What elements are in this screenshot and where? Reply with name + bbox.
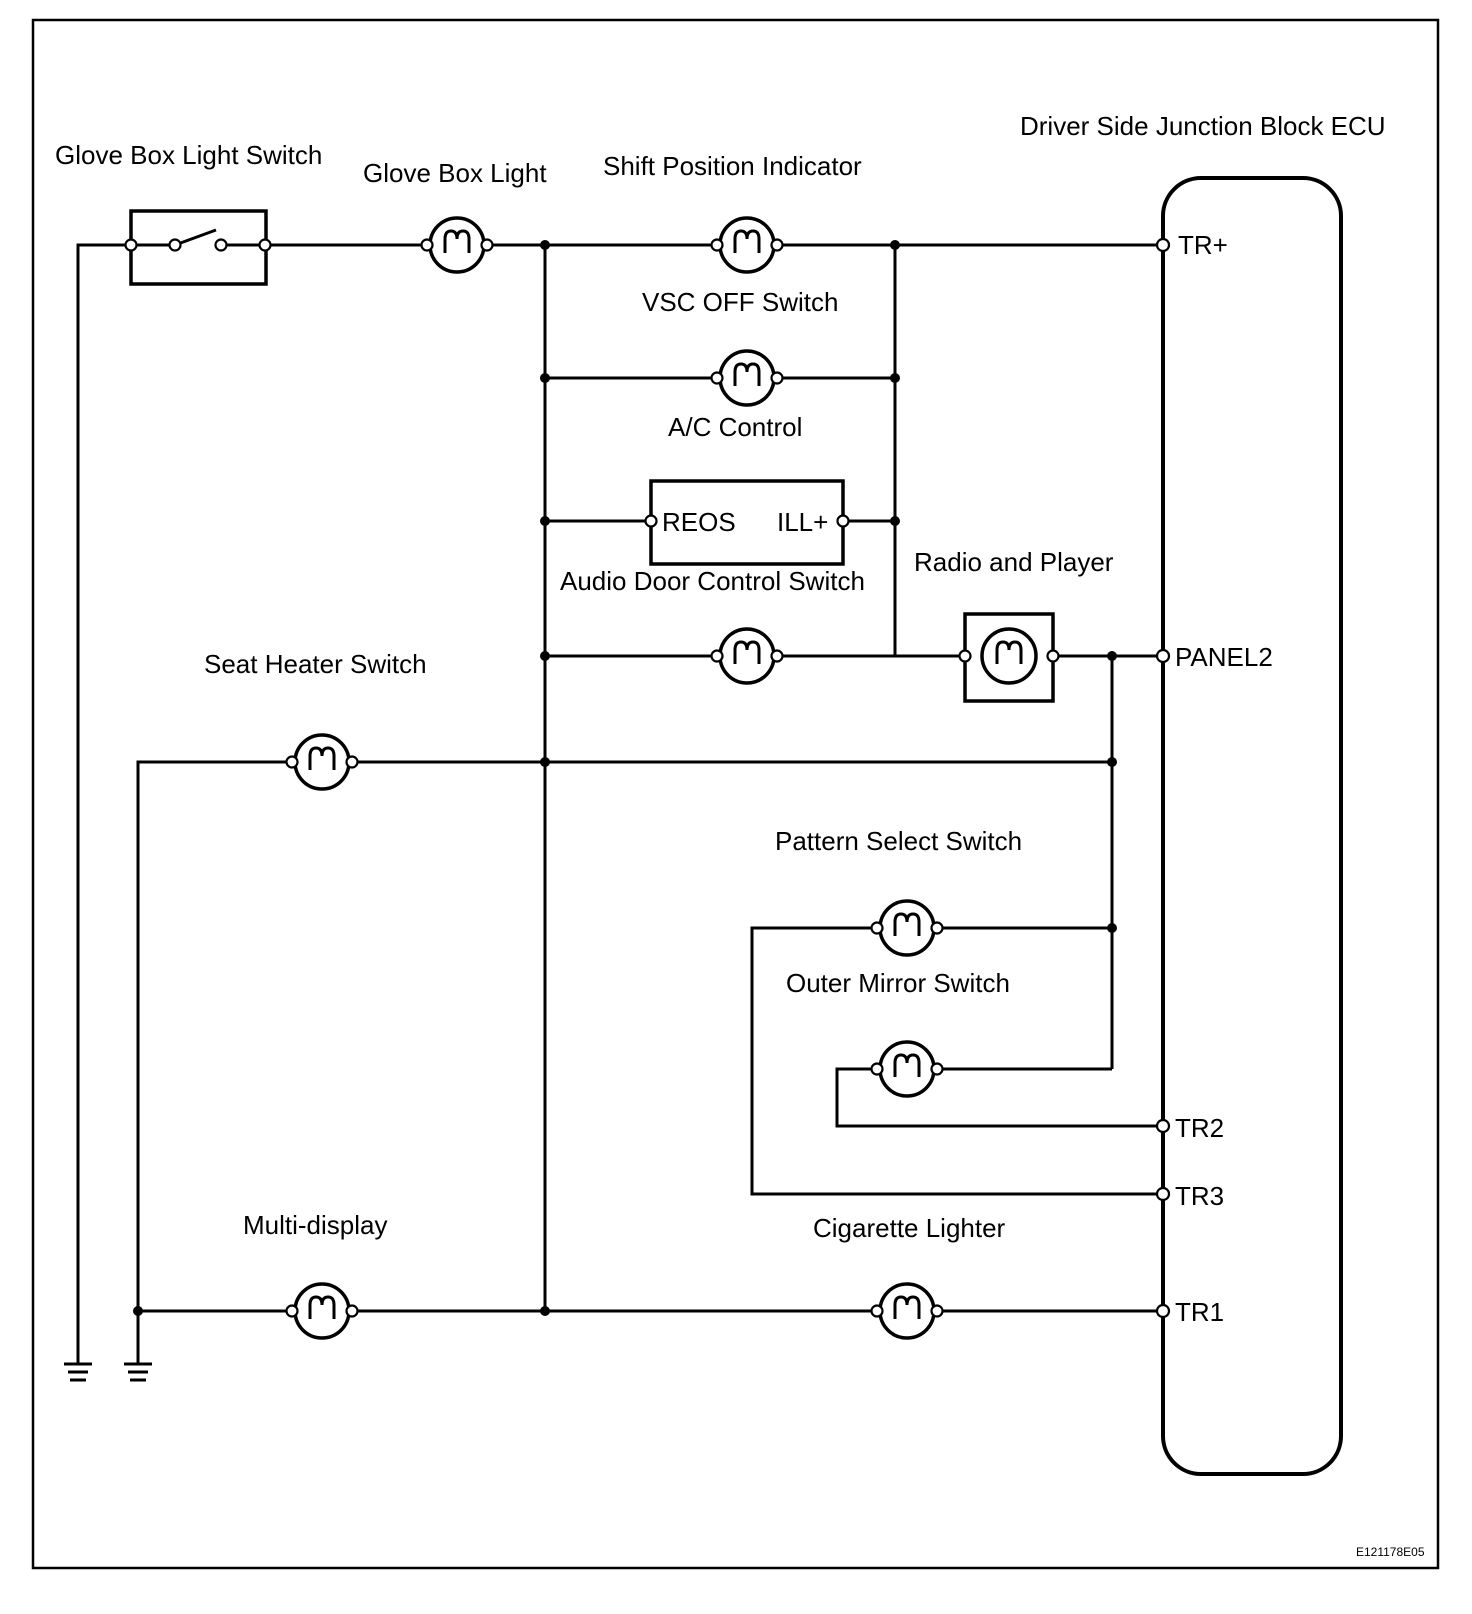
- terminal-panel2: PANEL2: [1175, 642, 1273, 672]
- label-cigarette-lighter: Cigarette Lighter: [813, 1213, 1006, 1243]
- label-audio-door-control-switch: Audio Door Control Switch: [560, 566, 865, 596]
- audio-door-control-switch-box: REOS ILL+: [644, 479, 850, 566]
- cigarette-lighter-bulb: [870, 1282, 944, 1340]
- label-radio-and-player: Radio and Player: [914, 547, 1114, 577]
- outer-mirror-switch-bulb: [870, 1040, 944, 1098]
- label-pattern-select-switch: Pattern Select Switch: [775, 826, 1022, 856]
- audio-door-control-switch-bulb: [710, 627, 784, 685]
- terminal-tr-plus: TR+: [1178, 230, 1228, 260]
- glove-box-light-switch: [124, 209, 272, 286]
- figure-code: E121178E05: [1356, 1545, 1425, 1559]
- glove-box-light-bulb: [420, 216, 494, 274]
- label-glove-box-light-switch: Glove Box Light Switch: [55, 140, 322, 170]
- pin-ill-plus: ILL+: [777, 507, 828, 537]
- pin-reos: REOS: [662, 507, 736, 537]
- wires: [76, 243, 1165, 1364]
- terminal-tr1: TR1: [1175, 1297, 1224, 1327]
- terminal-tr2: TR2: [1175, 1113, 1224, 1143]
- label-ac-control: A/C Control: [668, 412, 802, 442]
- label-outer-mirror-switch: Outer Mirror Switch: [786, 968, 1010, 998]
- vsc-off-switch-bulb: [710, 349, 784, 407]
- label-ecu: Driver Side Junction Block ECU: [1020, 111, 1386, 141]
- ecu-terminal-circles: [1155, 237, 1171, 1319]
- label-shift-position-indicator: Shift Position Indicator: [603, 151, 862, 181]
- label-glove-box-light: Glove Box Light: [363, 158, 547, 188]
- ground-symbol-right: [124, 1362, 152, 1382]
- diagram-frame: [31, 18, 1440, 1570]
- ecu-block: [1161, 176, 1343, 1476]
- pattern-select-switch-bulb: [870, 899, 944, 957]
- terminal-tr3: TR3: [1175, 1181, 1224, 1211]
- label-seat-heater-switch: Seat Heater Switch: [204, 649, 427, 679]
- junction-dots: [133, 240, 1117, 1316]
- shift-position-indicator-bulb: [710, 216, 784, 274]
- label-vsc-off-switch: VSC OFF Switch: [642, 287, 838, 317]
- ground-symbol-left: [64, 1362, 92, 1382]
- seat-heater-switch-bulb: [285, 733, 359, 791]
- multi-display-bulb: [285, 1282, 359, 1340]
- radio-and-player-box: [958, 612, 1060, 703]
- label-multi-display: Multi-display: [243, 1210, 388, 1240]
